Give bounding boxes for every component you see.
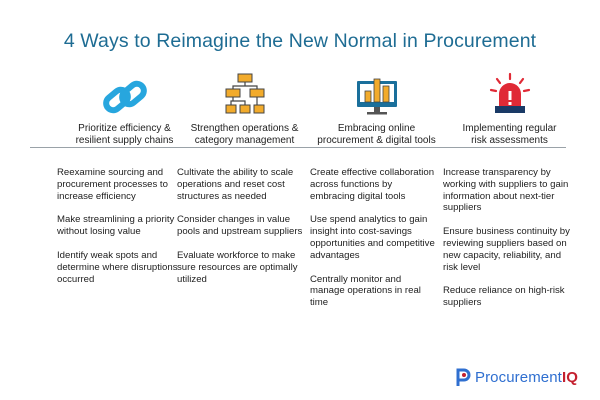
column-heading: Implementing regular risk assessments [462, 123, 557, 146]
list-item: Create effective collaboration across fu… [310, 167, 435, 202]
column-heading: Embracing online procurement & digital t… [317, 123, 436, 146]
alarm-light-icon [489, 72, 530, 113]
column-items-risk: Increase transparency by working with su… [443, 167, 571, 321]
org-chart-icon [225, 73, 264, 114]
column-operations: Strengthen operations & category managem… [177, 66, 312, 149]
column-heading: Strengthen operations & category managem… [190, 123, 299, 146]
procurementiq-p-icon [456, 368, 471, 386]
list-item: Ensure business continuity by reviewing … [443, 226, 570, 273]
chain-link-icon [102, 80, 147, 114]
column-items-operations: Cultivate the ability to scale operation… [177, 167, 305, 297]
list-item: Reexamine sourcing and procurement proce… [57, 167, 168, 202]
column-efficiency: Prioritize efficiency & resilient supply… [57, 66, 192, 149]
column-items-efficiency: Reexamine sourcing and procurement proce… [57, 167, 185, 297]
page-title: 4 Ways to Reimagine the New Normal in Pr… [63, 30, 537, 52]
list-item: Make streamlining a priority without los… [57, 214, 175, 238]
column-items-digital: Create effective collaboration across fu… [310, 167, 438, 321]
list-item: Consider changes in value pools and upst… [177, 214, 303, 238]
divider-line [30, 147, 566, 148]
list-item: Increase transparency by working with su… [443, 167, 569, 214]
list-item: Evaluate workforce to make sure resource… [177, 249, 298, 285]
column-risk: Implementing regular risk assessments [442, 66, 577, 149]
column-heading: Prioritize efficiency & resilient supply… [75, 123, 174, 146]
list-item: Identify weak spots and determine where … [57, 249, 178, 285]
list-item: Reduce reliance on high-risk suppliers [443, 285, 565, 309]
logo-text: ProcurementIQ [474, 368, 578, 386]
list-item: Centrally monitor and manage operations … [310, 273, 421, 309]
list-item: Cultivate the ability to scale operation… [177, 167, 294, 202]
monitor-chart-icon [356, 78, 397, 115]
column-digital: Embracing online procurement & digital t… [309, 66, 444, 149]
procurementiq-logo: ProcurementIQ [455, 367, 578, 387]
list-item: Use spend analytics to gain insight into… [310, 214, 435, 261]
